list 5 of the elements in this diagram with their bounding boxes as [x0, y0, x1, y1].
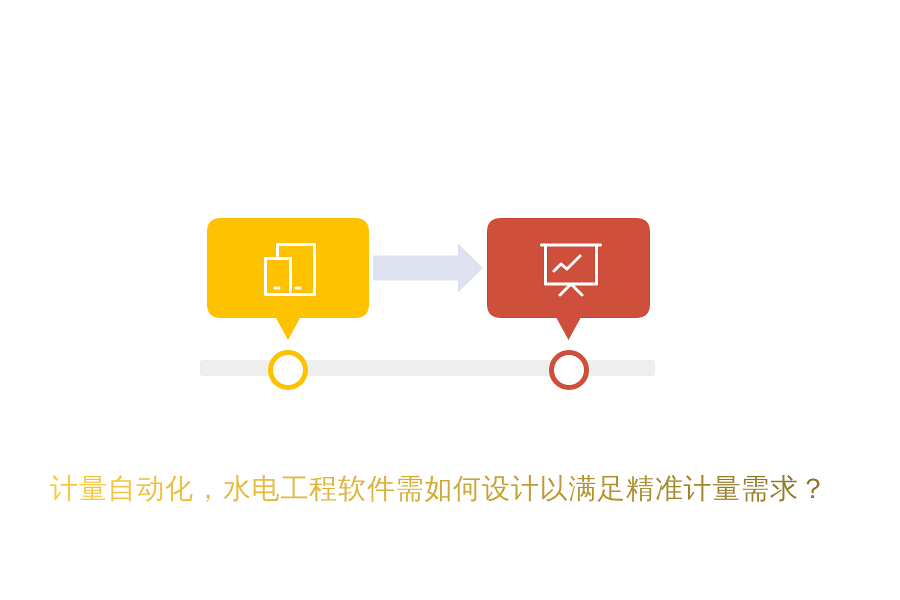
speech-bubble: [207, 218, 369, 340]
ring-marker: [549, 350, 589, 390]
speech-bubble: [487, 218, 650, 340]
arrow: [373, 244, 483, 292]
ring-marker: [268, 350, 308, 390]
